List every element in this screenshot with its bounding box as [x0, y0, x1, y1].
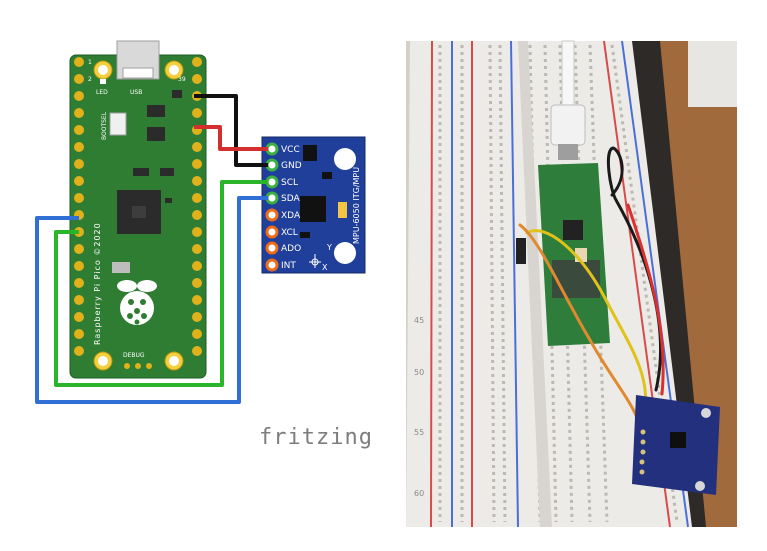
axis-y-label: Y: [326, 243, 332, 252]
axis-x-label: X: [322, 263, 328, 272]
mpu-pin-gnd: GND: [281, 161, 302, 171]
photo-wire-red: [626, 203, 665, 396]
mpu6050-module: VCC GND SCL SDA XDA XCL ADO INT MPU-6050…: [261, 136, 366, 274]
fritzing-diagram: LED USB 1 2 39 DEBUG BOOTSEL Raspberry P…: [35, 40, 373, 450]
fritzing-logo: fritzing: [259, 425, 373, 450]
ruler-label-55: 55: [414, 428, 424, 437]
left-pin-row: [74, 57, 84, 356]
mpu-pin-vcc: VCC: [281, 145, 300, 155]
debug-label: DEBUG: [123, 352, 145, 359]
bootsel-button: [109, 112, 127, 136]
wire-black: [194, 94, 268, 167]
mpu-pin-int: INT: [281, 261, 296, 271]
ruler-label-50: 50: [414, 368, 424, 377]
mpu-pin-scl: SCL: [281, 178, 298, 188]
flash-chip: [147, 105, 165, 117]
pico-board-text: Raspberry Pi Pico ©2020: [93, 222, 102, 345]
mpu-pin-xda: XDA: [281, 211, 301, 221]
ruler-label-60: 60: [414, 489, 424, 498]
ruler-label-45: 45: [414, 316, 424, 325]
wire-red: [194, 125, 268, 151]
pico-board: LED USB 1 2 39 DEBUG BOOTSEL Raspberry P…: [69, 40, 207, 379]
mpu-pin-sda: SDA: [281, 194, 300, 204]
bootsel-label: BOOTSEL: [101, 111, 108, 140]
wire-blue-sda: [35, 196, 268, 404]
mpu-chip: [300, 196, 326, 222]
mpu-pin-pads: [265, 142, 279, 272]
led: [100, 79, 106, 84]
mpu-pin-xcl: XCL: [281, 228, 298, 238]
led-label: LED: [96, 89, 108, 96]
pin-1-label: 1: [88, 59, 92, 66]
usb-cable: [561, 40, 575, 108]
pin-2-label: 2: [88, 76, 92, 83]
photo-wire-yellow: [525, 229, 648, 428]
pin-39-label: 39: [178, 76, 186, 83]
usb-label: USB: [130, 89, 142, 96]
breadboard-photo: 45 50 55 60: [406, 40, 737, 528]
mpu-title: MPU-6050 ITG/MPU: [352, 167, 361, 244]
photo-wire-orange: [518, 223, 642, 434]
axis-icon: [309, 254, 321, 268]
wire-green-scl: [54, 180, 268, 387]
wires: [35, 94, 268, 404]
mpu-pin-ado: ADO: [281, 244, 301, 254]
